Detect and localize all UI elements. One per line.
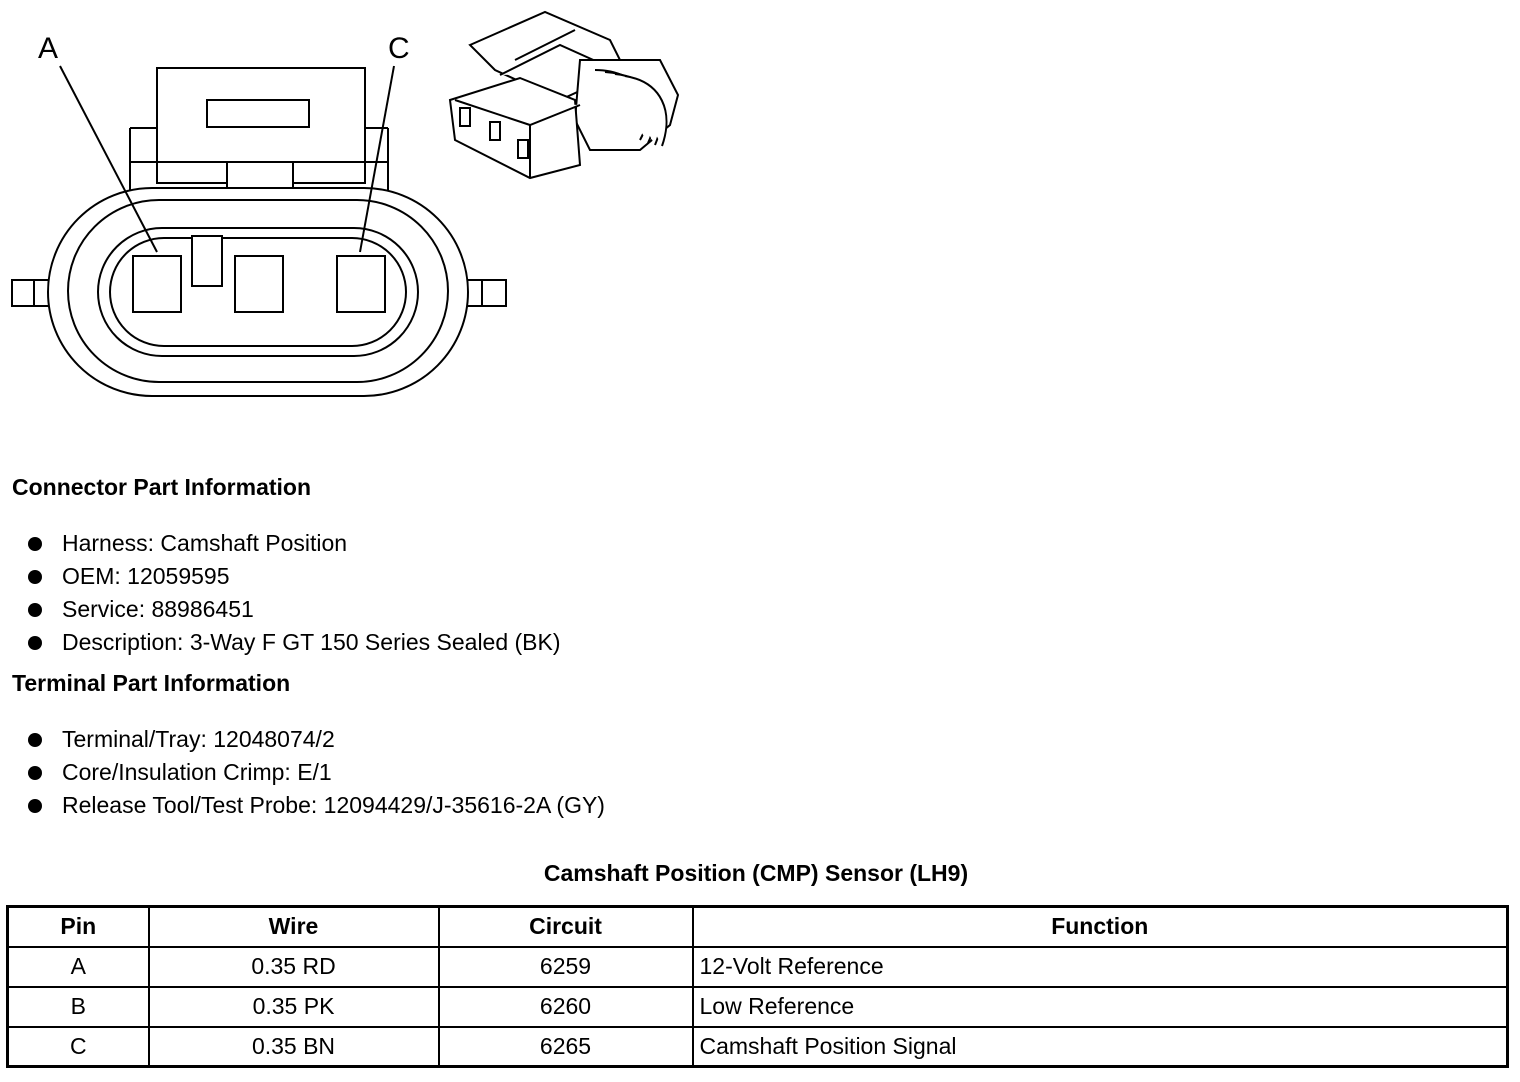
list-item: Harness: Camshaft Position	[28, 527, 561, 560]
cell-function: Low Reference	[691, 985, 1509, 1028]
terminal-info-heading: Terminal Part Information	[12, 670, 291, 696]
connector-diagram: A C	[11, 10, 680, 397]
connector-isometric-illustration	[448, 10, 680, 180]
header-pin: Pin	[6, 905, 150, 948]
cell-wire: 0.35 RD	[147, 945, 440, 988]
cell-pin: A	[6, 945, 150, 988]
cell-function: Camshaft Position Signal	[691, 1025, 1509, 1068]
header-wire: Wire	[147, 905, 440, 948]
table-title: Camshaft Position (CMP) Sensor (LH9)	[543, 860, 969, 886]
header-function: Function	[691, 905, 1509, 948]
header-circuit: Circuit	[437, 905, 694, 948]
cell-circuit: 6259	[437, 945, 694, 988]
cell-wire: 0.35 PK	[147, 985, 440, 1028]
bullet-icon	[28, 602, 42, 617]
table-header-row: Pin Wire Circuit Function	[6, 905, 1509, 948]
pinout-table: Pin Wire Circuit Function A 0.35 RD 6259…	[6, 905, 1509, 1068]
table-row: A 0.35 RD 6259 12-Volt Reference	[6, 945, 1509, 988]
connector-info-list: Harness: Camshaft Position OEM: 12059595…	[28, 527, 561, 659]
bullet-icon	[28, 732, 42, 747]
connector-info-heading: Connector Part Information	[12, 474, 312, 500]
list-item: Description: 3-Way F GT 150 Series Seale…	[28, 626, 561, 659]
cell-circuit: 6260	[437, 985, 694, 1028]
table-row: C 0.35 BN 6265 Camshaft Position Signal	[6, 1025, 1509, 1068]
label-a: A	[38, 32, 58, 65]
cell-circuit: 6265	[437, 1025, 694, 1068]
list-item: Terminal/Tray: 12048074/2	[28, 723, 605, 756]
bullet-icon	[28, 635, 42, 650]
cell-wire: 0.35 BN	[147, 1025, 440, 1068]
cell-pin: C	[6, 1025, 150, 1068]
cell-function: 12-Volt Reference	[691, 945, 1509, 988]
cell-pin: B	[6, 985, 150, 1028]
bullet-icon	[28, 798, 42, 813]
list-item: Release Tool/Test Probe: 12094429/J-3561…	[28, 789, 605, 822]
label-c: C	[388, 32, 410, 65]
bullet-icon	[28, 569, 42, 584]
table-row: B 0.35 PK 6260 Low Reference	[6, 985, 1509, 1028]
list-item: OEM: 12059595	[28, 560, 561, 593]
list-item: Service: 88986451	[28, 593, 561, 626]
bullet-icon	[28, 765, 42, 780]
bullet-icon	[28, 536, 42, 551]
list-item: Core/Insulation Crimp: E/1	[28, 756, 605, 789]
terminal-info-list: Terminal/Tray: 12048074/2 Core/Insulatio…	[28, 723, 605, 822]
